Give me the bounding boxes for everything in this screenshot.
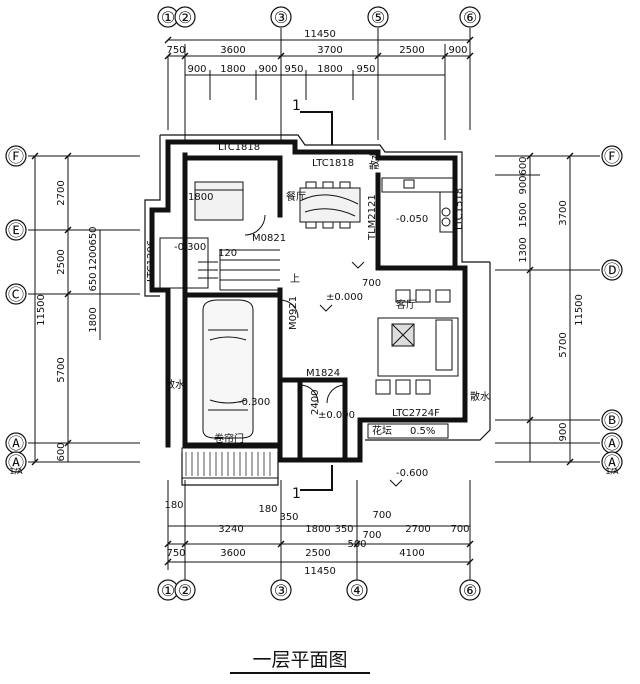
dim-120: 120	[218, 248, 237, 259]
dim-bottom-r1-1: 3240	[218, 524, 243, 535]
axis-c-left: Ⓒ	[8, 285, 24, 304]
dim-left-total: 11500	[36, 294, 47, 326]
dim-bottom-extra-0: 700	[362, 530, 381, 541]
dim-bottom-r1-6: 2700	[405, 524, 430, 535]
window-ltc1518: LTC1518	[454, 188, 465, 230]
level-outside: -0.600	[396, 468, 428, 479]
page-title: 一层平面图	[230, 648, 370, 674]
dim-bottom-r1-5: 350	[334, 524, 353, 535]
dim-top-r2-4: 900	[448, 45, 467, 56]
dim-top-r3-1: 1800	[220, 64, 245, 75]
apron-label-3: 散水	[368, 150, 381, 170]
dim-left-inner-1: 650	[88, 226, 99, 245]
level-kitchen: -0.050	[396, 214, 428, 225]
room-dining: 餐厅	[286, 190, 306, 203]
axis-b-right: Ⓑ	[604, 411, 620, 430]
apron-label-1: 散水	[165, 378, 185, 391]
door-m1824: M1824	[306, 368, 340, 379]
dim-bottom-r1-0: 180	[164, 500, 183, 511]
dim-bottom-r1-2: 180	[258, 504, 277, 515]
dim-top-r2-0: 750	[166, 45, 185, 56]
window-ltc2724f: LTC2724F	[392, 408, 440, 419]
dim-right-total: 11500	[574, 294, 585, 326]
dim-right-inner-2: 1500	[518, 202, 529, 227]
dim-left-inner-0: 1200	[88, 245, 99, 270]
window-ltc1818-a: LTC1818	[218, 142, 260, 153]
axis-3-bottom: ③	[274, 581, 288, 600]
window-ltc1206: LTC1206	[146, 240, 157, 282]
dim-bottom-r2-3: 500	[347, 539, 366, 550]
door-m0921: M0921	[288, 296, 299, 330]
dim-bottom-r1-3: 350	[279, 512, 298, 523]
dim-bottom-r2-1: 3600	[220, 548, 245, 559]
axis-f-right: Ⓕ	[604, 147, 620, 166]
dim-700-living: 700	[362, 278, 381, 289]
dim-top-r3-2: 900	[258, 64, 277, 75]
axis-1-top: ①	[161, 8, 175, 27]
dim-bottom-total: 11450	[304, 566, 336, 577]
level-stair: -0.300	[174, 242, 206, 253]
dim-bottom-r2-0: 750	[166, 548, 185, 559]
dim-left-outer-2: 5700	[56, 357, 67, 382]
dim-top-r3-3: 950	[284, 64, 303, 75]
axis-4-bottom: ④	[350, 581, 364, 600]
door-tlm2121: TLM2121	[367, 194, 378, 241]
room-living: 客厅	[396, 298, 416, 311]
axis-6-bottom: ⑥	[463, 581, 477, 600]
dim-2400: 2400	[310, 390, 321, 415]
axis-a1-right: Ⓐ	[604, 453, 620, 472]
dim-top-total: 11450	[304, 29, 336, 40]
dim-top-r3-5: 950	[356, 64, 375, 75]
level-living: ±0.000	[326, 292, 363, 303]
dim-top-r3-4: 1800	[317, 64, 342, 75]
dim-bottom-r1-4: 1800	[305, 524, 330, 535]
dim-left-outer-3: 600	[56, 442, 67, 461]
dim-top-r2-1: 3600	[220, 45, 245, 56]
axis-sub-right: 1/A	[605, 467, 619, 476]
dim-right-inner-0: 600	[518, 156, 529, 175]
dim-right-outer-2: 900	[558, 422, 569, 441]
dim-bottom-extra-1: 700	[372, 510, 391, 521]
door-m0821: M0821	[252, 233, 286, 244]
dim-top-r3-0: 900	[187, 64, 206, 75]
apron-label-2: 散水	[470, 390, 490, 403]
level-garage: -0.300	[238, 397, 270, 408]
axis-6-top: ⑥	[463, 8, 477, 27]
axis-a-right: Ⓐ	[604, 434, 620, 453]
axis-3-top: ③	[274, 8, 288, 27]
axis-1-bottom: ①	[161, 581, 175, 600]
dim-top-r2-3: 2500	[399, 45, 424, 56]
dim-bottom-r2-2: 2500	[305, 548, 330, 559]
axis-a1-left: Ⓐ	[8, 453, 24, 472]
dim-right-outer-1: 5700	[558, 332, 569, 357]
dim-left-outer-0: 2700	[56, 180, 67, 205]
axis-5-top: ⑤	[371, 8, 385, 27]
section-mark-bottom: 1	[292, 486, 301, 502]
stair-up-mark: 上	[290, 273, 300, 285]
dim-bottom-r2-4: 4100	[399, 548, 424, 559]
section-mark-top: 1	[292, 98, 301, 114]
axis-2-bottom: ②	[178, 581, 192, 600]
dim-1800-bed: 1800	[188, 192, 213, 203]
slope-label: 0.5%	[410, 426, 435, 437]
dim-bottom-r1-7: 700	[450, 524, 469, 535]
dim-right-inner-3: 1300	[518, 237, 529, 262]
axis-2-top: ②	[178, 8, 192, 27]
dim-left-inner-2: 650	[88, 272, 99, 291]
window-ltc1818-b: LTC1818	[312, 158, 354, 169]
dim-right-outer-0: 3700	[558, 200, 569, 225]
planter-label: 花坛	[372, 424, 392, 437]
axis-sub-left: 1/A	[9, 467, 23, 476]
axis-e-left: Ⓔ	[8, 221, 24, 240]
rolling-door-label: 卷帘门	[214, 432, 244, 445]
level-entry: ±0.000	[318, 410, 355, 421]
dim-left-outer-1: 2500	[56, 249, 67, 274]
axis-d-right: Ⓓ	[604, 261, 620, 280]
axis-f-left: Ⓕ	[8, 147, 24, 166]
dim-top-r2-2: 3700	[317, 45, 342, 56]
dim-right-inner-1: 900	[518, 175, 529, 194]
dim-left-inner-3: 1800	[88, 307, 99, 332]
axis-a-left: Ⓐ	[8, 434, 24, 453]
